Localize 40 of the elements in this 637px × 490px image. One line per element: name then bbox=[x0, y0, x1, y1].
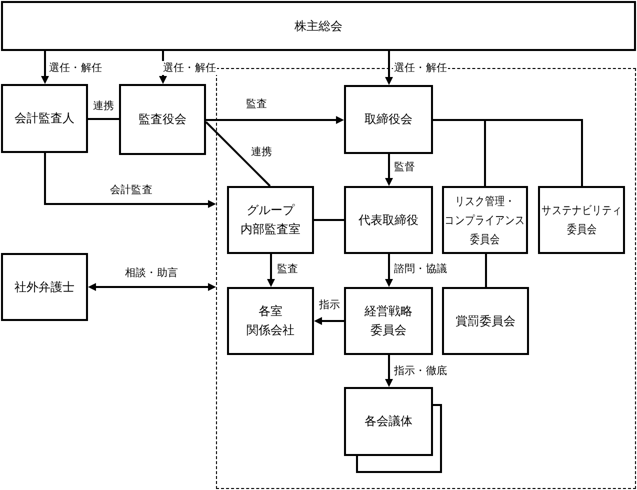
org-box: サステナビリティ委員会 bbox=[538, 186, 625, 254]
edge-label: 選任・解任 bbox=[48, 61, 104, 75]
org-box: 取締役会 bbox=[344, 85, 433, 154]
org-box: 経営戦略委員会 bbox=[344, 287, 433, 355]
edge-label: 連携 bbox=[92, 99, 116, 113]
edge-label: 選任・解任 bbox=[393, 61, 448, 75]
arrow bbox=[385, 355, 393, 387]
org-box: リスク管理・コンプライアンス委員会 bbox=[442, 186, 528, 254]
arrow bbox=[385, 254, 393, 287]
org-box: 株主総会 bbox=[1, 1, 636, 51]
edge-label: 指示・徹底 bbox=[393, 364, 448, 378]
connector-line bbox=[314, 219, 344, 221]
edge-label: 諮問・協議 bbox=[393, 262, 448, 276]
connector-line bbox=[485, 254, 487, 287]
arrow bbox=[314, 317, 344, 325]
arrow bbox=[267, 254, 275, 287]
arrow bbox=[44, 153, 216, 208]
org-box: 代表取締役 bbox=[344, 186, 433, 254]
org-box: グループ内部監査室 bbox=[227, 186, 314, 254]
connector-line bbox=[205, 121, 271, 187]
edge-label: 監査 bbox=[245, 97, 268, 111]
edge-label: 相談・助言 bbox=[124, 266, 180, 280]
edge-label: 連携 bbox=[250, 145, 274, 159]
edge-label: 指示 bbox=[318, 298, 342, 312]
arrow bbox=[385, 154, 393, 186]
arrow bbox=[206, 116, 344, 124]
edge-label: 選任・解任 bbox=[162, 61, 218, 75]
org-box: 監査役会 bbox=[119, 84, 206, 155]
connector-line bbox=[432, 119, 583, 187]
connector-line bbox=[88, 118, 119, 120]
org-box: 各室関係会社 bbox=[227, 287, 314, 355]
edge-label: 会計監査 bbox=[109, 183, 154, 197]
edge-label: 監査 bbox=[276, 262, 300, 276]
org-box: 賞罰委員会 bbox=[442, 287, 529, 355]
org-box: 会計監査人 bbox=[1, 84, 88, 153]
arrow bbox=[385, 51, 393, 85]
edge-label: 監督 bbox=[393, 160, 416, 174]
arrow bbox=[41, 51, 49, 84]
double-arrow bbox=[88, 283, 216, 291]
org-box: 社外弁護士 bbox=[1, 253, 88, 321]
